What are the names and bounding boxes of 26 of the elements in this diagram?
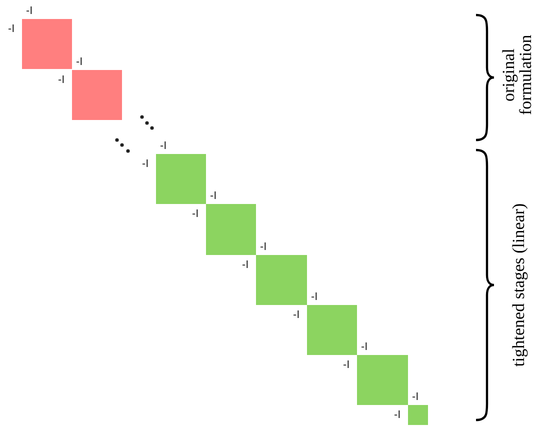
block-label: -I [160,141,167,152]
block-label: -I [260,242,267,253]
block-label: -I [242,260,249,271]
matrix-block [357,355,408,405]
block-label: -I [192,209,199,220]
block-label: -I [343,360,350,371]
block-label: -I [142,159,149,170]
block-label: -I [26,6,33,17]
matrix-block [22,19,72,69]
matrix-block [256,255,307,305]
block-label: -I [412,392,419,403]
block-label: -I [311,292,318,303]
matrix-block [156,154,206,204]
group-label: original formulation [500,35,534,115]
block-label: -I [293,310,300,321]
matrix-block [307,305,357,355]
block-label: -I [210,191,217,202]
block-label: -I [394,410,401,421]
block-label: -I [58,75,65,86]
block-label: -I [76,57,83,68]
block-label: -I [8,24,15,35]
matrix-block [206,204,256,255]
group-label: tightened stages (linear) [510,203,526,367]
matrix-block [72,70,122,120]
block-label: -I [361,342,368,353]
matrix-block [408,405,428,425]
